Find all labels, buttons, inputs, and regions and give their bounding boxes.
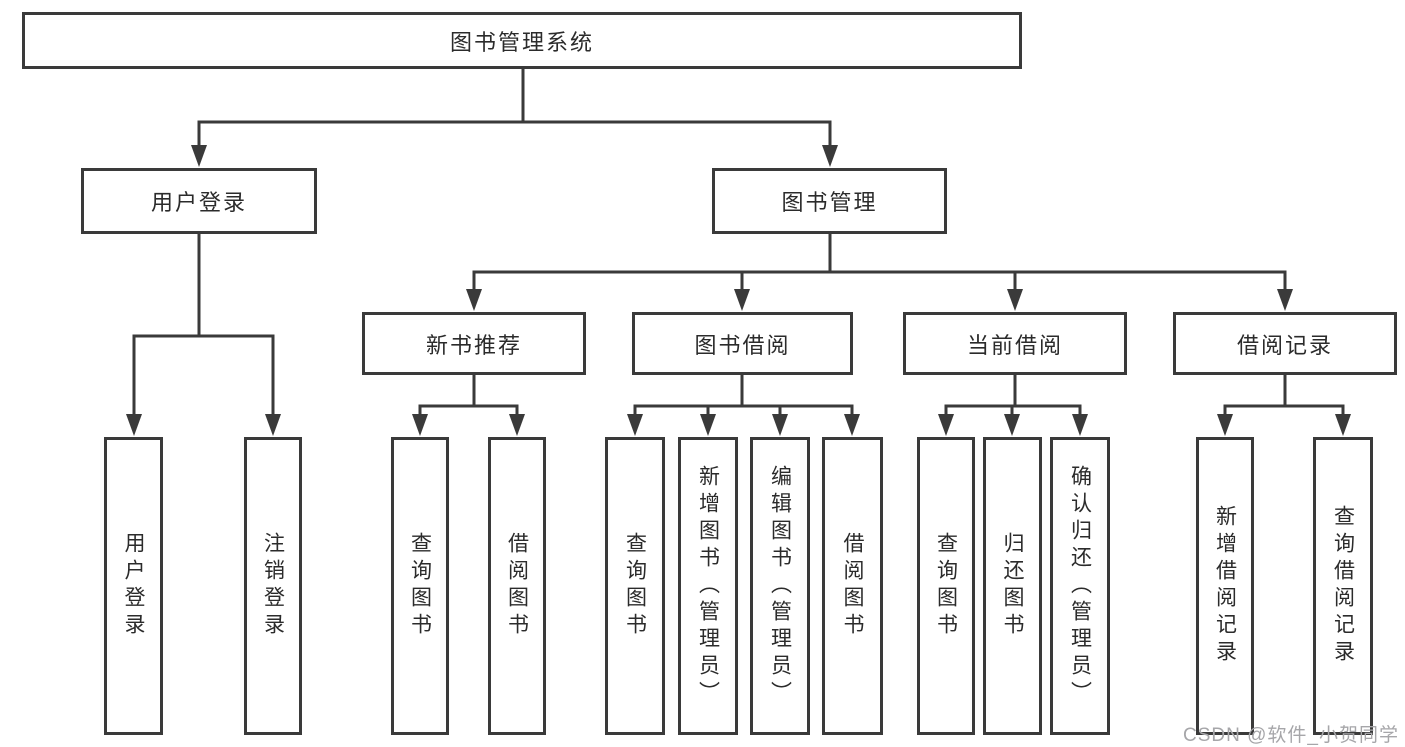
node-leaf-logout-label: 注销登录 — [261, 532, 285, 640]
node-leaf-bb-query-books-label: 查询图书 — [623, 532, 647, 640]
node-user-login-label: 用户登录 — [150, 190, 247, 215]
node-leaf-br-query-record: 查询借阅记录 — [1313, 437, 1373, 735]
node-user-login: 用户登录 — [81, 168, 317, 234]
node-leaf-cb-confirm-return-admin: 确认归还（管理员） — [1050, 437, 1110, 735]
node-leaf-nbr-query-books: 查询图书 — [391, 437, 449, 735]
node-current-borrow-label: 当前借阅 — [966, 332, 1063, 358]
edge-user-login-to-children — [126, 234, 281, 436]
node-new-book-recommend: 新书推荐 — [362, 312, 586, 375]
node-leaf-logout: 注销登录 — [244, 437, 302, 735]
node-borrow-records-label: 借阅记录 — [1236, 332, 1333, 358]
node-leaf-bb-borrow-books-label: 借阅图书 — [841, 532, 864, 640]
node-book-management: 图书管理 — [712, 168, 947, 234]
node-leaf-cb-query-books-label: 查询图书 — [934, 532, 958, 640]
node-leaf-cb-return-books-label: 归还图书 — [1001, 532, 1024, 640]
node-leaf-bb-edit-books-admin: 编辑图书（管理员） — [750, 437, 810, 735]
edge-borrow-records-to-children — [1217, 375, 1351, 436]
edge-new-book-recommend-to-children — [412, 375, 525, 436]
node-book-borrow-label: 图书借阅 — [694, 332, 791, 358]
node-leaf-nbr-borrow-books-label: 借阅图书 — [505, 532, 529, 640]
node-leaf-bb-edit-books-admin-label: 编辑图书（管理员） — [768, 464, 792, 708]
node-root-label: 图书管理系统 — [449, 29, 594, 55]
node-leaf-bb-query-books: 查询图书 — [605, 437, 665, 735]
edge-book-management-to-children — [466, 234, 1293, 311]
node-root: 图书管理系统 — [22, 12, 1022, 69]
edge-book-borrow-to-children — [627, 375, 860, 436]
node-leaf-cb-confirm-return-admin-label: 确认归还（管理员） — [1068, 464, 1092, 708]
node-leaf-br-add-record: 新增借阅记录 — [1196, 437, 1254, 735]
edge-current-borrow-to-children — [938, 375, 1088, 436]
node-borrow-records: 借阅记录 — [1173, 312, 1397, 375]
node-current-borrow: 当前借阅 — [903, 312, 1127, 375]
node-leaf-cb-query-books: 查询图书 — [917, 437, 975, 735]
node-new-book-recommend-label: 新书推荐 — [425, 332, 522, 358]
node-leaf-br-query-record-label: 查询借阅记录 — [1331, 505, 1355, 667]
node-book-borrow: 图书借阅 — [632, 312, 853, 375]
node-leaf-bb-add-books-admin: 新增图书（管理员） — [678, 437, 738, 735]
node-leaf-user-login: 用户登录 — [104, 437, 163, 735]
node-book-management-label: 图书管理 — [781, 190, 878, 215]
node-leaf-bb-borrow-books: 借阅图书 — [822, 437, 883, 735]
node-leaf-user-login-label: 用户登录 — [122, 532, 145, 640]
node-leaf-bb-add-books-admin-label: 新增图书（管理员） — [696, 464, 720, 708]
csdn-watermark: CSDN @软件_小贺同学 — [1183, 725, 1399, 746]
edge-root-to-level2 — [191, 68, 838, 167]
node-leaf-nbr-borrow-books: 借阅图书 — [488, 437, 546, 735]
node-leaf-br-add-record-label: 新增借阅记录 — [1213, 505, 1237, 667]
node-leaf-nbr-query-books-label: 查询图书 — [408, 532, 432, 640]
node-leaf-cb-return-books: 归还图书 — [983, 437, 1042, 735]
